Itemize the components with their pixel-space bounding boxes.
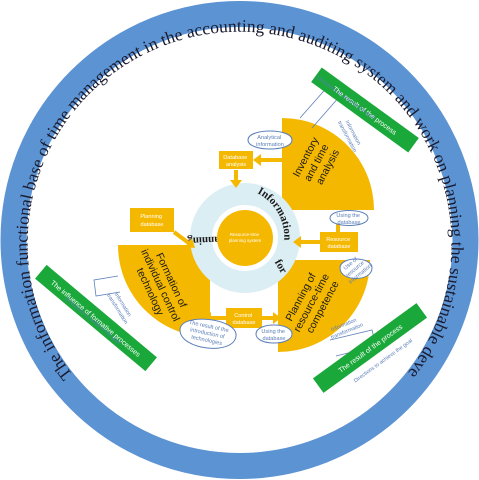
sector-planning: [278, 260, 370, 352]
box-resource-database-label: Resource database: [326, 237, 352, 250]
box-database-analysis: [219, 151, 253, 169]
svg-text:Analytical information: Analytical information: [256, 135, 284, 148]
inner-ring: [190, 183, 300, 293]
bubble-result-introduction: The result of the introduction of techno…: [179, 318, 237, 349]
arrow-planning-db: [172, 230, 192, 246]
center-label: Resource-time planning system: [229, 232, 262, 243]
box-control-database-label: Control database: [232, 313, 255, 326]
arrow-head-analysis-down: [230, 180, 242, 188]
sector-inventory: [282, 118, 374, 210]
bubble-using-database-2: Using the database: [255, 324, 293, 344]
center-circle: [217, 210, 273, 266]
box-planning-database: [130, 208, 174, 232]
sector-formation-label: Formation of individual control technolo…: [127, 242, 194, 331]
arrow-head-planning-db: [185, 238, 195, 248]
arrow-head-resource-left: [293, 236, 301, 248]
arrow-head-analysis: [253, 154, 261, 166]
sector-formation: [118, 245, 210, 337]
box-planning-database-label: Planning database: [140, 214, 163, 228]
svg-text:Using the database: Using the database: [336, 213, 361, 226]
bubble-analytical-information: Analytical information: [247, 130, 293, 150]
inner-ring-arrow: [197, 214, 215, 228]
box-database-analysis-label: Database analysis: [223, 155, 249, 168]
connector-left: [93, 275, 121, 297]
svg-text:The result of the introd: The result of the introduction of techno…: [185, 320, 230, 348]
box-control-database: [226, 308, 262, 328]
svg-text:Using the database: Using the database: [261, 329, 286, 342]
box-resource-database: [320, 232, 358, 252]
arrow-head-control-right: [273, 312, 281, 324]
bubble-using-database: Using the database: [329, 210, 369, 226]
